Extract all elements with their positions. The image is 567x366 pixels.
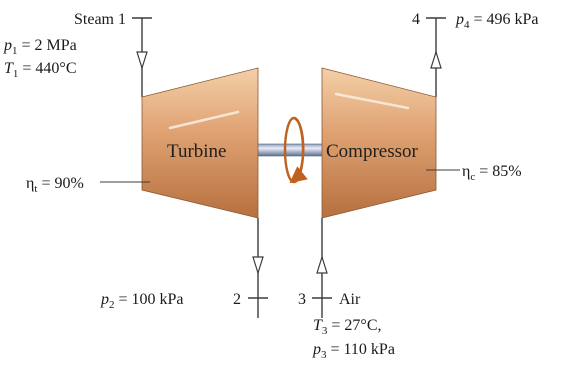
state-4-number: 4	[412, 11, 420, 28]
turbine-body	[141, 67, 259, 219]
compressor-body	[321, 67, 437, 219]
state-4-pressure: p4 = 496 kPa	[455, 11, 539, 31]
flow-arrow-4	[430, 49, 442, 69]
turbine-highlight	[168, 110, 240, 130]
flow-arrow-3	[316, 254, 328, 274]
compressor-highlight	[334, 92, 410, 110]
compressor-label: Compressor	[326, 141, 419, 162]
flow-arrow-2	[252, 256, 264, 276]
state-2-number: 2	[233, 291, 241, 308]
rotation-arrow-icon	[289, 116, 308, 184]
turbine-label: Turbine	[167, 141, 226, 162]
state-2-pressure: p2 = 100 kPa	[100, 291, 184, 311]
state-3-temperature: T3 = 27°C,	[313, 317, 382, 337]
shaft	[253, 143, 327, 157]
state-3-pressure: p3 = 110 kPa	[312, 341, 395, 361]
compressor-efficiency: ηc = 85%	[462, 163, 522, 183]
flow-arrow-1	[136, 51, 148, 71]
state-3-number: 3	[298, 291, 306, 308]
state-3-fluid: Air	[339, 291, 361, 308]
state-1-pressure: p1 = 2 MPa	[3, 37, 77, 57]
state-1-temperature: T1 = 440°C	[4, 60, 77, 80]
turbine-efficiency: ηt = 90%	[26, 175, 84, 195]
